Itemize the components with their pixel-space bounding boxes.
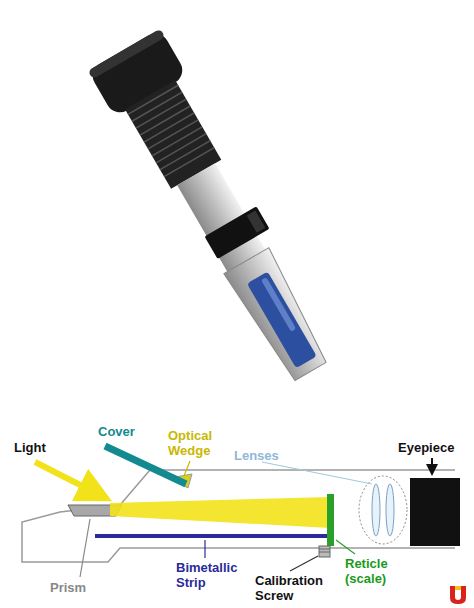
watermark-logo xyxy=(450,586,466,604)
part-label: Cover xyxy=(98,424,168,439)
part-label: Prism xyxy=(50,580,110,595)
part-label: Calibration Screw xyxy=(255,573,339,603)
part-label: Bimetallic Strip xyxy=(176,560,260,590)
refractometer-photo xyxy=(88,29,347,393)
part-label: Lenses xyxy=(234,448,294,463)
refractometer-schematic xyxy=(22,446,460,577)
part-label: Reticle (scale) xyxy=(345,556,411,586)
part-label: Eyepiece xyxy=(398,440,470,455)
part-label: Light xyxy=(14,440,74,455)
part-label: Optical Wedge xyxy=(168,428,230,458)
